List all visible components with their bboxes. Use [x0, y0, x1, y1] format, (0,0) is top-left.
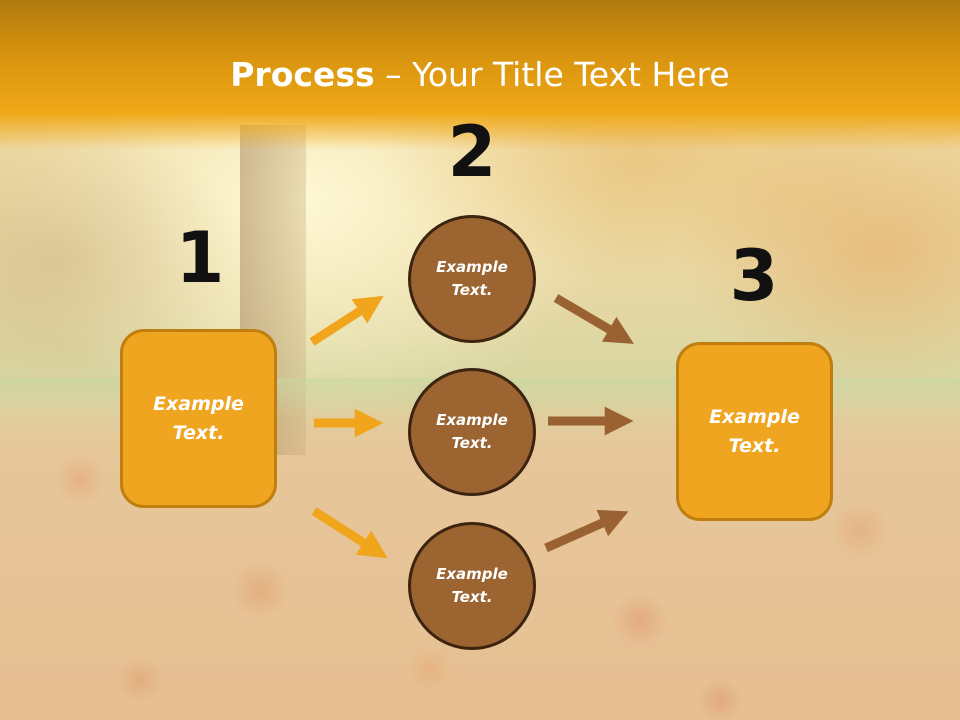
title-band [0, 0, 960, 150]
slide-title[interactable]: Process – Your Title Text Here [0, 52, 960, 98]
title-rest: – Your Title Text Here [374, 55, 730, 94]
step-number-3: 3 [729, 235, 779, 317]
step-number-1: 1 [175, 217, 225, 299]
step-number-2: 2 [447, 111, 497, 193]
title-bold: Process [230, 55, 375, 94]
